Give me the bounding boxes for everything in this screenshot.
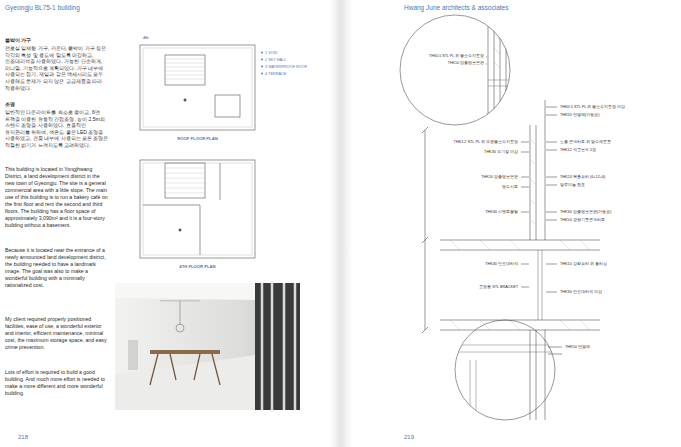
running-header: Hwang June architects & associates — [404, 4, 574, 12]
detail-note: THK1.2 STL PL 위 무광불소수지도장 — [438, 140, 518, 145]
section-detail — [400, 10, 600, 420]
page-number: 218 — [18, 434, 48, 441]
interior-photo — [115, 283, 300, 410]
detail-note: THK12 석고보드 2겹 — [560, 148, 670, 153]
body-text: My client required properly positioned f… — [5, 316, 110, 351]
detail-note: 노출 콘크리트 위 발수제도포 — [560, 140, 670, 145]
body-text: Lots of effort is required to build a go… — [5, 369, 110, 397]
detail-note: 알루미늄 창호 — [560, 183, 670, 188]
legend-item: 2 SKY HALL — [265, 58, 325, 63]
detail-note: THK50 단열재 — [565, 345, 670, 350]
detail-note: THK10 압출법보온판 — [438, 175, 518, 180]
detail-note: THK30 압출법보온판(가등급) — [560, 210, 670, 215]
detail-note: THK30 인조대리석 — [438, 262, 518, 267]
legend-item: 1 VOID — [265, 51, 325, 56]
detail-note: THK10 압출법보온판 — [408, 61, 484, 65]
detail-note: THK50 단열재(가등급) — [560, 113, 670, 118]
section-heading: 붙박이 가구 — [5, 37, 110, 43]
floor-tag: 4th — [143, 36, 163, 41]
roof-plan — [140, 45, 255, 130]
body-text: Because it is located near the entrance … — [5, 247, 110, 289]
detail-note: THK30 시멘트몰탈 — [438, 210, 518, 215]
body-text: This building is located in Yongjhwang D… — [5, 166, 110, 229]
legend-item: 4 TERRACE — [265, 72, 325, 77]
detail-note: THK0.5 STL PL 위 불소수지도장 — [408, 54, 484, 58]
legend-item: 3 WATERPROOF ROOF — [265, 65, 325, 70]
page-number: 219 — [404, 434, 434, 441]
plan-title: 4TH FLOOR PLAN — [140, 264, 255, 269]
detail-note: THK30 인조대리석 마감 — [560, 290, 670, 295]
legend-dots — [261, 52, 263, 75]
detail-note: 고정용 STL BRACKET — [438, 285, 518, 290]
detail-note: 방수시트 — [438, 185, 518, 190]
running-header: Gyeongju BL75-1 building — [5, 4, 165, 12]
fourth-floor-plan — [140, 160, 255, 258]
detail-note: THK50 경량기포콘크리트 — [560, 218, 670, 223]
detail-note: THK0.5 STL PL 위 불소수지도장 마감 — [560, 105, 670, 110]
section-heading: 조명 — [5, 101, 110, 107]
plan-title: ROOF FLOOR PLAN — [140, 136, 255, 141]
detail-note: THK30 무기질 마감 — [438, 150, 518, 155]
gutter — [330, 0, 352, 447]
detail-note: THK24 복층유리 (6+12+6) — [560, 175, 670, 180]
body-text: 전로실 일체형 가구, 카운터, 붙박이 가구 등은 각각의 특성 및 용도에 … — [5, 45, 110, 91]
body-text: 일반적인 다운라이트를 최소로 줄이고, 6면 트랙을 이용한 유동적 간접조명… — [5, 109, 110, 149]
detail-note: THK10 강화유리 위 폴리싱 — [560, 262, 670, 267]
